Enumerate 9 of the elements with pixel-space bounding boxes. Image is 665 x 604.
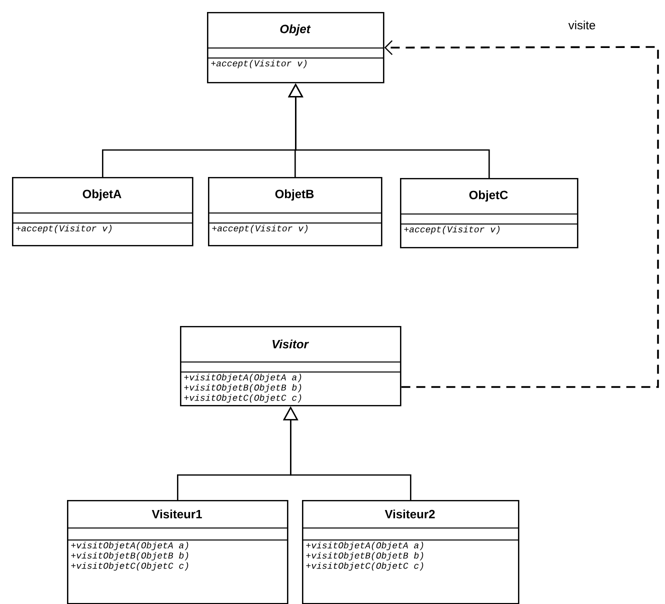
class-box: ObjetA +accept(Visitor v) bbox=[12, 177, 194, 246]
edge-label: visite bbox=[567, 20, 597, 30]
class-box: Visiteur1 +visitObjetA(ObjetA a) +visitObjetB(ObjetB b) +visitObjetC(ObjetC c) bbox=[67, 500, 288, 604]
class-box: Visiteur2 +visitObjetA(ObjetA a) +visitObjetB(ObjetB b) +visitObjetC(ObjetC c) bbox=[302, 500, 520, 604]
dependency-arrow bbox=[384, 40, 659, 388]
class-box: Objet +accept(Visitor v) bbox=[207, 12, 384, 84]
class-box: ObjetB +accept(Visitor v) bbox=[208, 177, 382, 246]
class-box: ObjetC +accept(Visitor v) bbox=[400, 178, 578, 248]
class-box: Visitor +visitObjetA(ObjetA a) +visitObjetB(ObjetB b) +visitObjetC(ObjetC c) bbox=[180, 326, 402, 406]
